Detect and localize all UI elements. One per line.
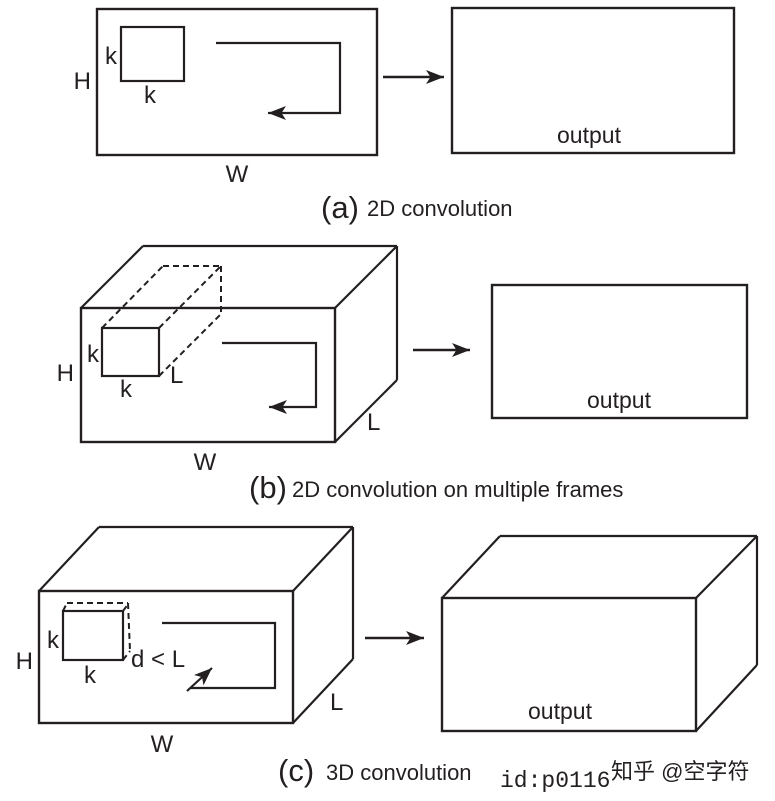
zhihu-watermark: 知乎 @空字符 [611,759,749,784]
panel-b: k k H L W L output (b) 2D convolution on… [57,244,749,505]
label-height-c: H [16,648,33,675]
kernel-c-depth-top-left [62,602,68,612]
caption-text-b: 2D convolution on multiple frames [292,477,623,502]
caption-letter-a: (a) [321,190,359,225]
label-k-bottom-a: k [144,82,157,109]
kernel-b [100,326,161,378]
output-label-c: output [528,698,593,724]
page-id-text: id:p0116 [500,768,610,794]
label-k-left-b: k [87,341,100,368]
input-volume-b-front [79,306,337,444]
scan-path-c [162,621,277,690]
input-volume-c-top-right-edge [292,526,354,592]
kernel-b-depth-top-left [101,265,164,329]
label-k-bottom-c: k [84,662,97,689]
input-volume-b-top-left-edge [80,245,144,309]
caption-text-c: 3D convolution [326,760,472,785]
scan-path-a [216,41,342,120]
scan-path-c-forward-arrow [186,667,213,692]
input-frame-a [95,7,379,157]
kernel-c-depth-top-right [122,602,130,612]
kernel-b-depth-top-right [158,265,222,329]
panel-c: k k H d < L W L output (c) 3D convolutio… [16,525,759,788]
label-depth-side-b: L [367,409,380,436]
output-frame-a [450,6,736,155]
output-volume-c-top-left-edge [441,535,501,599]
input-volume-c-bottom-right-edge [292,658,354,724]
label-width-c: W [151,731,174,758]
label-height-a: H [74,68,91,95]
label-k-left-c: k [47,627,60,654]
caption-letter-b: (b) [249,470,287,505]
output-label-a: output [557,122,622,148]
output-frame-b [490,283,749,420]
output-volume-c-bottom-right-edge [695,664,758,732]
input-volume-c-top-left-edge [38,526,100,592]
panel-a: k k H W output (a) 2D convolution [74,6,736,225]
input-volume-b-bottom-right-edge [334,379,398,443]
kernel-a [119,25,186,83]
label-k-left-a: k [105,43,118,70]
label-height-b: H [57,360,74,387]
caption-text-a: 2D convolution [367,196,513,221]
scan-path-b [222,341,318,414]
label-depth-inner-b: L [170,362,183,389]
output-label-b: output [587,387,652,413]
kernel-c-depth-bottom-right [122,650,131,661]
label-kernel-depth-c: d < L [131,646,185,673]
label-k-bottom-b: k [120,376,133,403]
output-volume-c-top-right-edge [695,535,758,599]
input-volume-b-top-right-edge [334,245,398,309]
label-width-a: W [226,161,249,188]
watermarks: id:p0116 知乎 @空字符 [500,759,749,794]
kernel-b-depth-bottom-right [158,313,222,377]
output-volume-c-front [440,596,698,733]
label-width-b: W [194,449,217,476]
kernel-c [61,609,125,662]
kernel-c-depth-back-right [127,602,131,652]
label-depth-side-c: L [330,689,343,716]
input-volume-c-front [37,589,295,725]
caption-letter-c: (c) [278,753,314,788]
